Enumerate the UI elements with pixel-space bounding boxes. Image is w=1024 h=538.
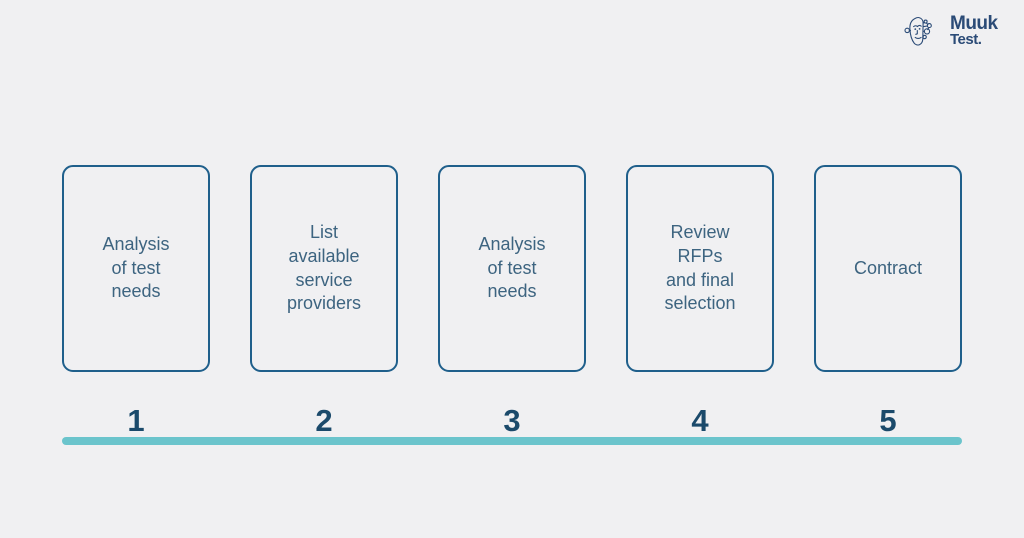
brand-logo: Muuk Test. xyxy=(903,11,998,51)
timeline-bar xyxy=(62,437,962,445)
process-step-card-5[interactable]: Contract xyxy=(814,165,962,372)
process-step-number-1: 1 xyxy=(127,403,145,438)
brand-name-line1: Muuk xyxy=(950,13,998,35)
process-step-card-2[interactable]: List available service providers xyxy=(250,165,398,372)
process-step-card-1[interactable]: Analysis of test needs xyxy=(62,165,210,372)
process-step-number-4: 4 xyxy=(691,403,709,438)
process-step-label: Contract xyxy=(853,257,923,278)
brand-name-line2: Test. xyxy=(950,30,982,48)
process-step-number-5: 5 xyxy=(879,403,897,438)
process-step-numbers-row: 1 2 3 4 5 xyxy=(62,404,962,438)
process-step-number-3: 3 xyxy=(503,403,521,438)
process-step-card-3[interactable]: Analysis of test needs xyxy=(438,165,586,372)
process-step-label: Analysis of test needs xyxy=(478,233,546,302)
process-step-label: List available service providers xyxy=(286,222,362,314)
process-step-label: Review RFPs and final selection xyxy=(664,222,736,314)
process-steps-row: Analysis of test needs List available se… xyxy=(62,165,962,372)
process-step-number-2: 2 xyxy=(315,403,333,438)
process-step-label: Analysis of test needs xyxy=(102,233,170,302)
process-step-card-4[interactable]: Review RFPs and final selection xyxy=(626,165,774,372)
muuktest-face-icon xyxy=(904,16,932,46)
brand-wordmark: Muuk Test. xyxy=(950,13,998,48)
